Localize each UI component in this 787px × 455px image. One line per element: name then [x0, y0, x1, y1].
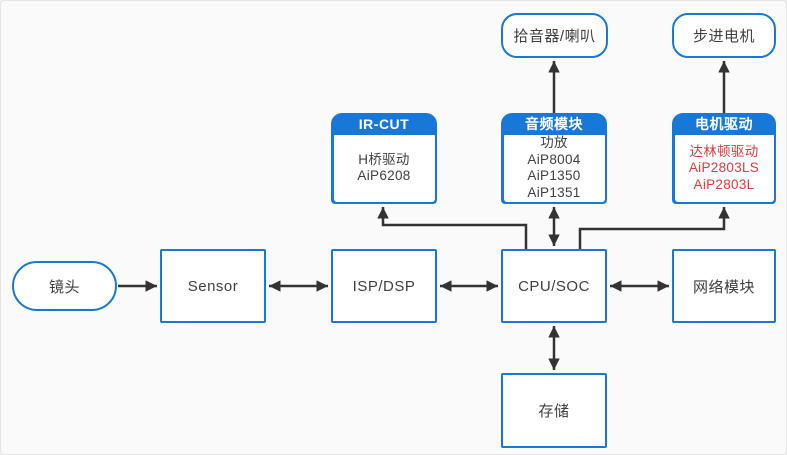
node-network-module-label: 网络模块: [692, 278, 755, 296]
node-sensor-label: Sensor: [187, 277, 239, 295]
node-stepper-motor: 步进电机: [672, 13, 776, 58]
node-pickup-speaker: 拾音器/喇叭: [501, 13, 608, 58]
node-isp-dsp-label: ISP/DSP: [352, 277, 416, 295]
ircut-line-2: AiP6208: [357, 168, 411, 184]
node-storage-label: 存储: [538, 403, 570, 420]
node-sensor: Sensor: [160, 249, 266, 323]
node-motor-drive-body: 达林顿驱动 AiP2803LS AiP2803L: [674, 135, 774, 202]
node-ircut-module: IR-CUT H桥驱动 AiP6208: [331, 113, 437, 204]
node-audio-header: 音频模块: [525, 116, 583, 132]
motor-drive-line-3: AiP2803L: [693, 176, 755, 192]
edge-cpusoc-ircut: [377, 207, 528, 249]
node-pickup-speaker-label: 拾音器/喇叭: [513, 28, 596, 45]
audio-line-4: AiP1351: [527, 184, 581, 200]
node-storage: 存储: [501, 373, 607, 448]
audio-line-3: AiP1350: [527, 168, 581, 184]
node-isp-dsp: ISP/DSP: [331, 249, 437, 323]
node-audio-module: 音频模块 功放 AiP8004 AiP1350 AiP1351: [501, 113, 607, 204]
audio-line-1: 功放: [540, 135, 568, 151]
node-lens-label: 镜头: [48, 278, 80, 296]
node-network-module: 网络模块: [672, 249, 776, 323]
audio-line-2: AiP8004: [527, 151, 581, 167]
node-ircut-body: H桥驱动 AiP6208: [333, 135, 435, 202]
node-cpu-soc-label: CPU/SOC: [518, 277, 590, 295]
node-lens: 镜头: [12, 261, 117, 311]
edge-cpusoc-motordrive: [578, 207, 730, 249]
ircut-line-1: H桥驱动: [358, 151, 410, 167]
motor-drive-line-2: AiP2803LS: [688, 160, 760, 175]
node-ircut-header: IR-CUT: [358, 116, 410, 132]
node-audio-body: 功放 AiP8004 AiP1350 AiP1351: [503, 135, 605, 202]
node-motor-drive-module: 电机驱动 达林顿驱动 AiP2803LS AiP2803L: [672, 113, 776, 204]
node-cpu-soc: CPU/SOC: [501, 249, 607, 323]
node-motor-drive-header: 电机驱动: [695, 116, 753, 132]
motor-drive-line-1: 达林顿驱动: [689, 143, 759, 159]
node-stepper-motor-label: 步进电机: [692, 28, 755, 45]
